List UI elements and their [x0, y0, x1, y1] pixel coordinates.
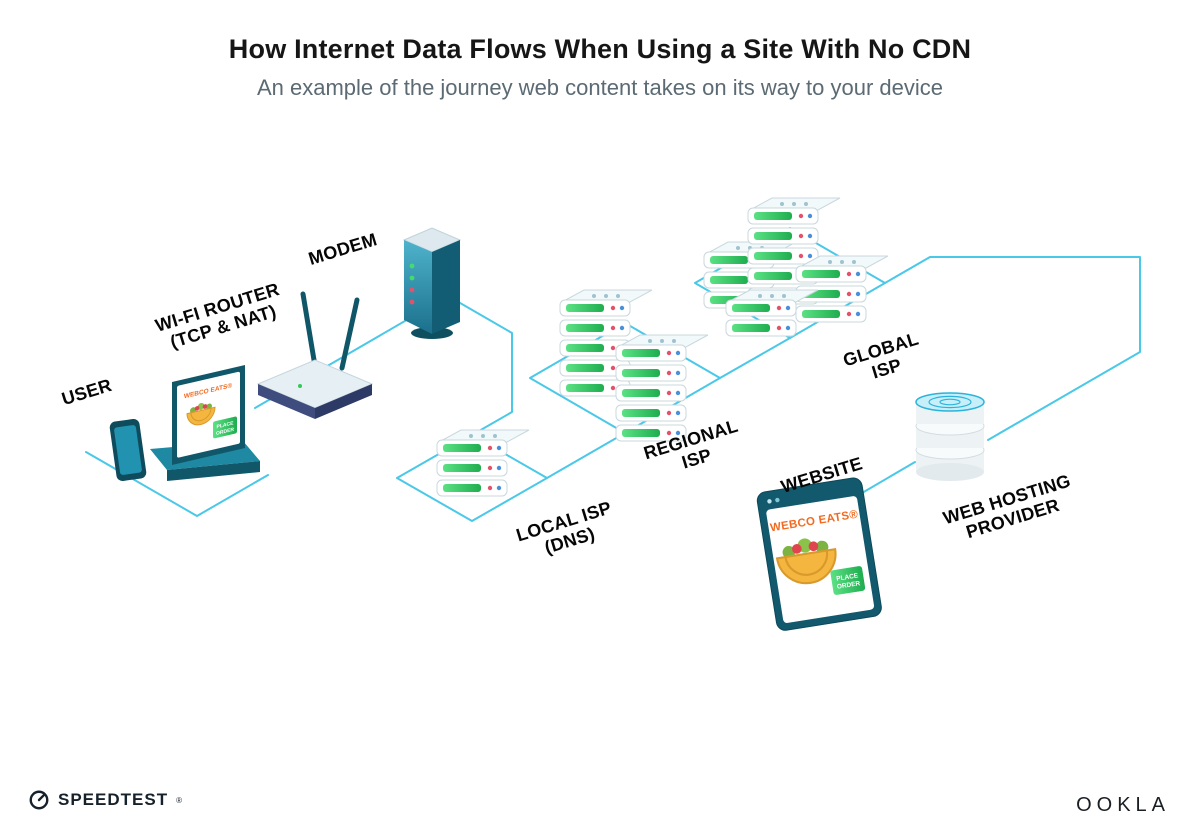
- database-stack: [915, 392, 985, 481]
- modem-side-face: [432, 240, 460, 334]
- router-antenna-right: [339, 297, 360, 371]
- window-dot-1: [767, 499, 772, 504]
- connector-local-regional: [546, 432, 626, 479]
- speedtest-reg-mark: ®: [176, 795, 182, 805]
- connector-hosting-website: [861, 461, 916, 494]
- router-antenna-left: [300, 291, 318, 369]
- speedtest-wordmark: SPEEDTEST: [58, 790, 169, 809]
- laptop-order-line2: ORDER: [216, 427, 234, 437]
- laptop-base-front: [167, 461, 260, 481]
- regional-isp-servers: [559, 289, 709, 442]
- wifi-router: [256, 291, 374, 419]
- phone: [109, 418, 147, 482]
- laptop-order-line1: PLACE: [217, 420, 235, 430]
- window-dot-2: [775, 497, 780, 503]
- page-subtitle: An example of the journey web content ta…: [256, 75, 944, 100]
- modem-device: [402, 227, 462, 339]
- modem-leds: [409, 263, 415, 305]
- database-top: [915, 392, 985, 412]
- ookla-logo: OOKLA: [1076, 794, 1170, 817]
- router-body-front-right: [315, 384, 372, 419]
- laptop-screen-content: WEBCO EATS® PLACE ORDER: [177, 371, 240, 458]
- place-order-line2: ORDER: [836, 580, 861, 591]
- place-order-line1: PLACE: [836, 572, 860, 582]
- modem-front-face: [404, 240, 432, 334]
- global-isp-servers: [703, 197, 889, 337]
- speedtest-logo: SPEEDTEST ®: [28, 789, 182, 811]
- laptop-order-button: [213, 416, 237, 439]
- page-title: How Internet Data Flows When Using a Sit…: [228, 34, 972, 64]
- connector-modem-local-isp: [447, 295, 513, 436]
- phone-screen: [114, 425, 142, 475]
- router-status-led: [298, 384, 302, 388]
- connector-regional-global: [719, 337, 791, 379]
- website-window: WEBCO EATS® PLACE ORDER: [756, 477, 882, 631]
- ookla-wordmark: OOKLA: [1076, 794, 1170, 816]
- connector-global-hosting: [884, 256, 1141, 441]
- laptop: WEBCO EATS® PLACE ORDER: [150, 365, 260, 481]
- header: How Internet Data Flows When Using a Sit…: [0, 34, 1200, 101]
- local-isp-servers: [436, 429, 530, 497]
- router-body-front-left: [258, 384, 315, 419]
- speedtest-gauge-icon: [29, 790, 49, 810]
- place-order-button: [830, 566, 866, 595]
